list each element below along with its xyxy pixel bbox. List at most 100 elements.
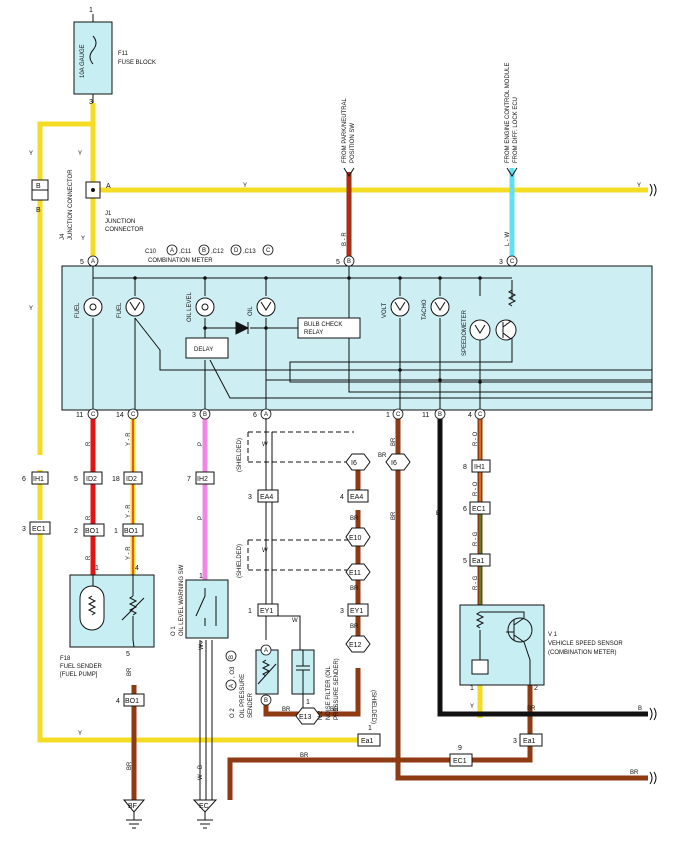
svg-text:W: W (262, 548, 268, 554)
svg-text:BF: BF (128, 803, 137, 810)
svg-text:2: 2 (199, 641, 203, 648)
svg-text:3: 3 (513, 738, 517, 745)
svg-text:Y - R: Y - R (126, 546, 132, 560)
svg-text:EC: EC (199, 803, 209, 810)
svg-text:E11: E11 (349, 570, 361, 577)
svg-text:A: A (264, 412, 268, 418)
svg-text:FUEL SENDER: FUEL SENDER (60, 664, 102, 670)
wire-label-b: B (436, 511, 440, 517)
transistor-icon (480, 611, 531, 685)
svg-text:1: 1 (248, 608, 252, 615)
meter-pin: 1 C (386, 408, 404, 420)
gauge-volt: VOLT (382, 297, 410, 318)
svg-text:POSITION SW: POSITION SW (350, 123, 356, 163)
svg-text:9: 9 (458, 745, 462, 752)
svg-text:F18: F18 (60, 656, 71, 662)
svg-text:5: 5 (336, 259, 340, 266)
vehicle-speed-sensor: 1 2 V 1 VEHICLE SPEED SENSOR (COMBINATIO… (459, 604, 623, 692)
svg-text:P: P (198, 516, 204, 520)
connector-ec1-right: 6 EC1 (463, 501, 491, 515)
gauge-tacho: TACHO (422, 297, 450, 320)
combination-meter: 5 A 5 B 3 C FUEL (61, 255, 653, 420)
svg-text:C: C (478, 412, 483, 418)
continuation-mark (649, 771, 657, 785)
meter-connector-line: C10 A ,C11 B ,C12 D ,C13 C COMBINATION M… (145, 244, 274, 264)
svg-text:A: A (170, 248, 174, 254)
svg-text:DELAY: DELAY (194, 347, 213, 353)
svg-text:3: 3 (192, 412, 196, 419)
svg-text:ID2: ID2 (126, 476, 137, 483)
shielded-oil-pressure: (SHIELDED) (SHIELDED) (SHIELDED) (237, 418, 376, 724)
svg-text:BR: BR (630, 770, 639, 776)
svg-text:BO1: BO1 (125, 698, 139, 705)
fuse-rating: 10A GAUGE (80, 44, 86, 78)
svg-text:Y - R: Y - R (126, 432, 132, 446)
svg-text:(COMBINATION METER): (COMBINATION METER) (548, 650, 617, 656)
wire-label-b: B (638, 706, 642, 712)
svg-text:4: 4 (468, 412, 472, 419)
svg-text:[FUEL PUMP]: [FUEL PUMP] (60, 672, 98, 678)
svg-text:TACHO: TACHO (422, 299, 428, 320)
fuse-pin-top: 1 (89, 7, 93, 14)
svg-text:11: 11 (422, 412, 429, 419)
wire-label-y: Y (637, 183, 641, 189)
svg-text:B: B (438, 412, 442, 418)
svg-text:B: B (229, 655, 235, 659)
svg-text:BR: BR (350, 516, 359, 522)
svg-text:O 1: O 1 (171, 626, 177, 636)
splice-i6-left: I6 (345, 453, 371, 471)
gauge-fuel-1: FUEL (75, 297, 103, 318)
connector-ec1-bottom: 9 EC1 (449, 745, 473, 767)
svg-text:C: C (510, 259, 515, 265)
svg-text:1: 1 (114, 528, 118, 535)
svg-text:FROM PARK/NEUTRAL: FROM PARK/NEUTRAL (342, 97, 348, 163)
resistor-icon (507, 289, 517, 307)
svg-text:ID2: ID2 (86, 476, 97, 483)
svg-text:EY1: EY1 (350, 608, 363, 615)
ground-ec: EC (192, 799, 218, 829)
svg-text:W: W (292, 618, 298, 624)
svg-text:5: 5 (126, 651, 130, 658)
variable-resistor-icon (257, 659, 277, 685)
gauge-fuel-2: FUEL (117, 297, 145, 318)
svg-text:(SHIELDED): (SHIELDED) (370, 690, 376, 724)
wire-label-y: Y (78, 731, 82, 737)
svg-text:R - G: R - G (473, 575, 479, 590)
switch-icon (195, 588, 217, 626)
svg-text:BR: BR (391, 511, 397, 520)
svg-text:(SHIELDED): (SHIELDED) (237, 544, 243, 578)
svg-text:W - B: W - B (199, 635, 205, 650)
svg-text:BR: BR (127, 761, 133, 770)
svg-text:2: 2 (534, 685, 538, 692)
meter-pin: 11 C (76, 408, 99, 420)
svg-text:14: 14 (116, 412, 124, 419)
wire-label-y: Y (29, 151, 33, 157)
svg-text:FROM ENGINE CONTROL MODULE: FROM ENGINE CONTROL MODULE (505, 63, 511, 163)
connector-ih1-right: 8 IH1 (463, 459, 491, 473)
fuse-icon (89, 35, 97, 65)
svg-text:OIL PRESSURE: OIL PRESSURE (240, 674, 246, 718)
svg-text:B - R: B - R (342, 232, 348, 246)
fuse-block: 1 3 10A GAUGE F11 FUSE BLOCK (73, 7, 156, 106)
svg-text:BR: BR (527, 706, 536, 712)
svg-text:(SHIELDED): (SHIELDED) (237, 438, 243, 472)
svg-text:6: 6 (22, 476, 26, 483)
wire-w-b (199, 640, 213, 800)
svg-text:BR: BR (350, 624, 359, 630)
svg-text:JUNCTION: JUNCTION (105, 219, 135, 225)
splice-e12: E12 (345, 635, 371, 653)
variable-resistor-icon (121, 595, 145, 621)
capacitor-icon (296, 650, 310, 694)
svg-text:A: A (91, 259, 95, 265)
svg-text:B: B (264, 698, 268, 704)
svg-text:CONNECTOR: CONNECTOR (105, 227, 144, 233)
svg-text:,C13: ,C13 (243, 249, 256, 255)
svg-text:BULB CHECK: BULB CHECK (304, 322, 342, 328)
svg-text:J4: J4 (60, 233, 66, 240)
connector-ea1-bottom-right: 3 Ea1 (513, 733, 543, 747)
svg-text:OIL: OIL (248, 306, 254, 316)
svg-text:C: C (91, 412, 96, 418)
connector-ih2: 7 IH2 (187, 471, 215, 485)
svg-text:5: 5 (463, 558, 467, 565)
svg-text:B: B (202, 248, 206, 254)
